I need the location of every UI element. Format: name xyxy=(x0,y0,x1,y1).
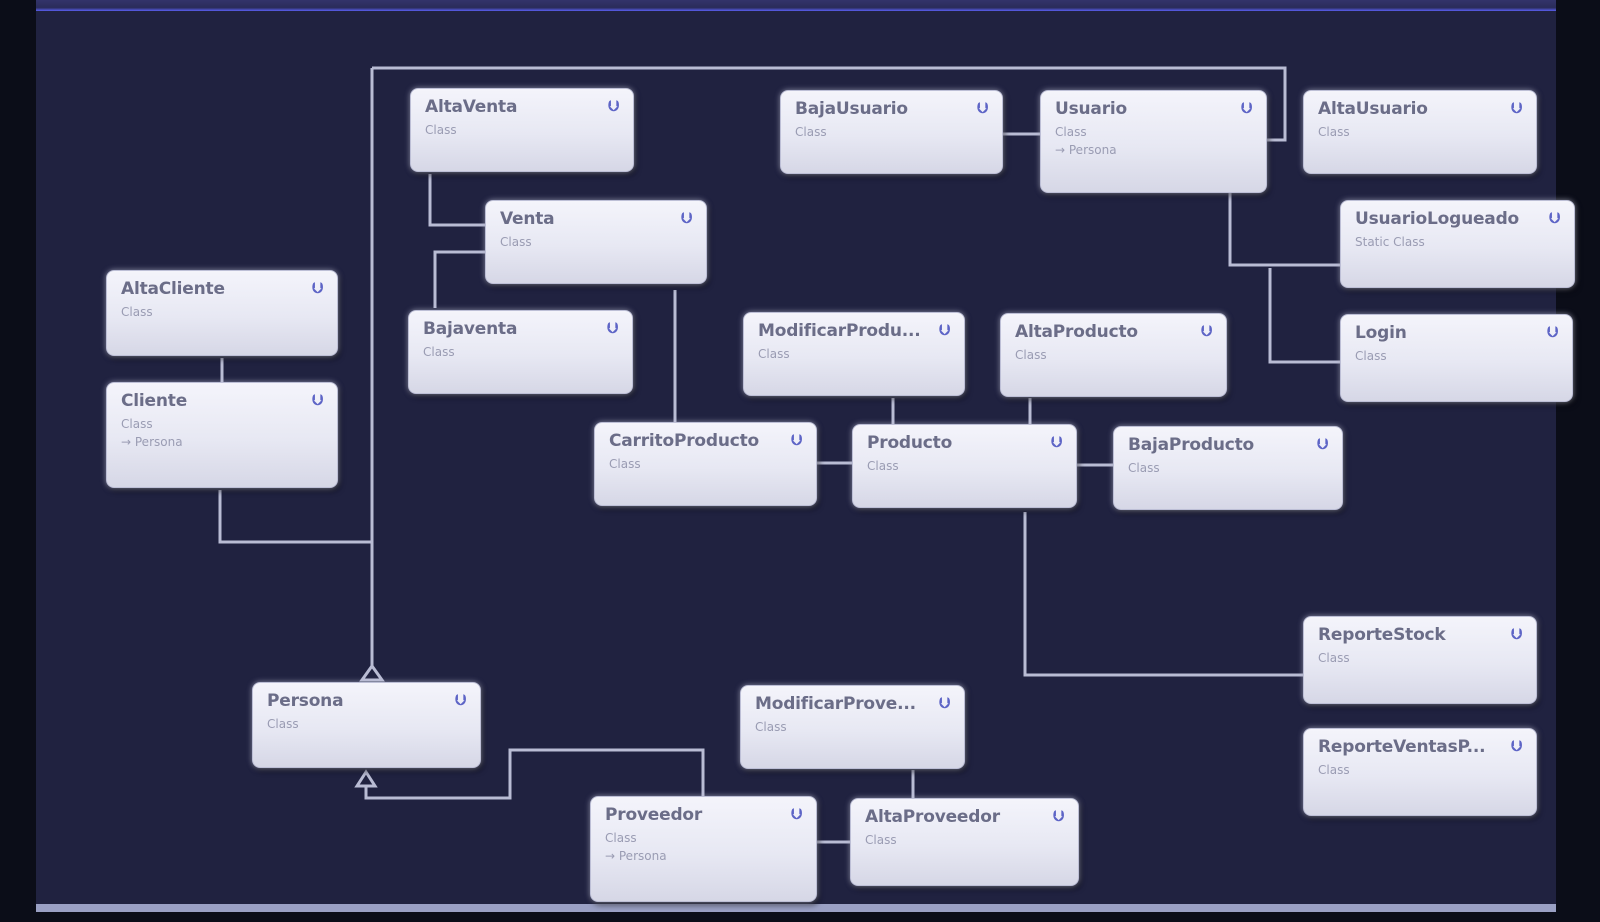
class-name: BajaUsuario xyxy=(795,99,908,119)
inheritance-arrow-icon: → xyxy=(121,435,135,449)
class-kind: Static Class xyxy=(1355,235,1425,249)
class-name: Persona xyxy=(267,691,344,711)
class-name: AltaVenta xyxy=(425,97,518,117)
chevron-down-icon[interactable]: ⮋ xyxy=(1317,435,1329,453)
class-kind: Class xyxy=(1318,651,1350,665)
class-shape-altaproveedor[interactable]: AltaProveedor Class ⮋ xyxy=(850,798,1079,886)
class-name: BajaProducto xyxy=(1128,435,1255,455)
class-kind: Class xyxy=(500,235,532,249)
class-name: AltaUsuario xyxy=(1318,99,1428,119)
class-shape-altausuario[interactable]: AltaUsuario Class ⮋ xyxy=(1303,90,1537,174)
class-name: AltaProveedor xyxy=(865,807,1000,827)
class-kind: Class xyxy=(1015,348,1047,362)
class-shape-persona[interactable]: Persona Class ⮋ xyxy=(252,682,481,768)
class-name: Producto xyxy=(867,433,953,453)
chevron-down-icon[interactable]: ⮋ xyxy=(1053,807,1065,825)
base-class-label: → Persona xyxy=(605,849,802,863)
class-shape-usuario[interactable]: Usuario Class → Persona ⮋ xyxy=(1040,90,1267,193)
class-shape-proveedor[interactable]: Proveedor Class → Persona ⮋ xyxy=(590,796,817,902)
window-title-bar xyxy=(36,0,1556,11)
chevron-down-icon[interactable]: ⮋ xyxy=(1201,322,1213,340)
class-shape-altacliente[interactable]: AltaCliente Class ⮋ xyxy=(106,270,338,356)
class-shape-altaproducto[interactable]: AltaProducto Class ⮋ xyxy=(1000,313,1227,397)
class-kind: Class xyxy=(867,459,899,473)
class-kind: Class xyxy=(1055,125,1087,139)
class-name: Login xyxy=(1355,323,1407,343)
base-class-label: → Persona xyxy=(121,435,323,449)
class-shape-reportestock[interactable]: ReporteStock Class ⮋ xyxy=(1303,616,1537,704)
class-shape-modificarproducto[interactable]: ModificarProdu... Class ⮋ xyxy=(743,312,965,396)
class-kind: Class xyxy=(755,720,787,734)
class-name: UsuarioLogueado xyxy=(1355,209,1520,229)
base-class-name: Persona xyxy=(1068,143,1117,157)
class-name: Usuario xyxy=(1055,99,1127,119)
chevron-down-icon[interactable]: ⮋ xyxy=(1511,737,1523,755)
class-shape-carritoproducto[interactable]: CarritoProducto Class ⮋ xyxy=(594,422,817,506)
base-class-label: → Persona xyxy=(1055,143,1252,157)
horizontal-scrollbar[interactable] xyxy=(36,904,1556,912)
class-kind: Class xyxy=(1318,125,1350,139)
class-shape-login[interactable]: Login Class ⮋ xyxy=(1340,314,1573,402)
chevron-down-icon[interactable]: ⮋ xyxy=(939,694,951,712)
chevron-down-icon[interactable]: ⮋ xyxy=(1511,625,1523,643)
chevron-down-icon[interactable]: ⮋ xyxy=(1241,99,1253,117)
class-name: Cliente xyxy=(121,391,188,411)
chevron-down-icon[interactable]: ⮋ xyxy=(791,431,803,449)
chevron-down-icon[interactable]: ⮋ xyxy=(312,391,324,409)
class-shape-cliente[interactable]: Cliente Class → Persona ⮋ xyxy=(106,382,338,488)
chevron-down-icon[interactable]: ⮋ xyxy=(791,805,803,823)
chevron-down-icon[interactable]: ⮋ xyxy=(977,99,989,117)
class-kind: Class xyxy=(425,123,457,137)
class-kind: Class xyxy=(423,345,455,359)
class-name: Venta xyxy=(500,209,555,229)
class-shape-modificarproveedor[interactable]: ModificarProve... Class ⮋ xyxy=(740,685,965,769)
chevron-down-icon[interactable]: ⮋ xyxy=(312,279,324,297)
class-name: ReporteVentasP... xyxy=(1318,737,1486,757)
chevron-down-icon[interactable]: ⮋ xyxy=(608,97,620,115)
chevron-down-icon[interactable]: ⮋ xyxy=(1051,433,1063,451)
class-shape-altaventa[interactable]: AltaVenta Class ⮋ xyxy=(410,88,634,172)
chevron-down-icon[interactable]: ⮋ xyxy=(939,321,951,339)
class-kind: Class xyxy=(758,347,790,361)
class-name: ModificarProve... xyxy=(755,694,916,714)
class-name: Proveedor xyxy=(605,805,703,825)
chevron-down-icon[interactable]: ⮋ xyxy=(455,691,467,709)
class-shape-bajaventa[interactable]: Bajaventa Class ⮋ xyxy=(408,310,633,394)
class-kind: Class xyxy=(795,125,827,139)
class-kind: Class xyxy=(609,457,641,471)
class-kind: Class xyxy=(267,717,299,731)
class-name: ReporteStock xyxy=(1318,625,1446,645)
class-shape-reporteventas[interactable]: ReporteVentasP... Class ⮋ xyxy=(1303,728,1537,816)
chevron-down-icon[interactable]: ⮋ xyxy=(1511,99,1523,117)
class-name: AltaProducto xyxy=(1015,322,1138,342)
chevron-down-icon[interactable]: ⮋ xyxy=(1547,323,1559,341)
class-shape-producto[interactable]: Producto Class ⮋ xyxy=(852,424,1077,508)
inheritance-arrow-icon: → xyxy=(605,849,619,863)
class-kind: Class xyxy=(121,417,153,431)
class-kind: Class xyxy=(1355,349,1387,363)
class-shape-venta[interactable]: Venta Class ⮋ xyxy=(485,200,707,284)
class-kind: Class xyxy=(865,833,897,847)
chevron-down-icon[interactable]: ⮋ xyxy=(1549,209,1561,227)
class-shape-bajaproducto[interactable]: BajaProducto Class ⮋ xyxy=(1113,426,1343,510)
chevron-down-icon[interactable]: ⮋ xyxy=(681,209,693,227)
base-class-name: Persona xyxy=(134,435,183,449)
class-shape-bajausuario[interactable]: BajaUsuario Class ⮋ xyxy=(780,90,1003,174)
class-name: CarritoProducto xyxy=(609,431,760,451)
class-kind: Class xyxy=(1318,763,1350,777)
class-name: Bajaventa xyxy=(423,319,518,339)
class-kind: Class xyxy=(605,831,637,845)
class-kind: Class xyxy=(121,305,153,319)
class-name: ModificarProdu... xyxy=(758,321,920,341)
base-class-name: Persona xyxy=(618,849,667,863)
inheritance-arrow-icon: → xyxy=(1055,143,1069,157)
class-kind: Class xyxy=(1128,461,1160,475)
chevron-down-icon[interactable]: ⮋ xyxy=(607,319,619,337)
class-name: AltaCliente xyxy=(121,279,225,299)
class-shape-usuariologueado[interactable]: UsuarioLogueado Static Class ⮋ xyxy=(1340,200,1575,288)
